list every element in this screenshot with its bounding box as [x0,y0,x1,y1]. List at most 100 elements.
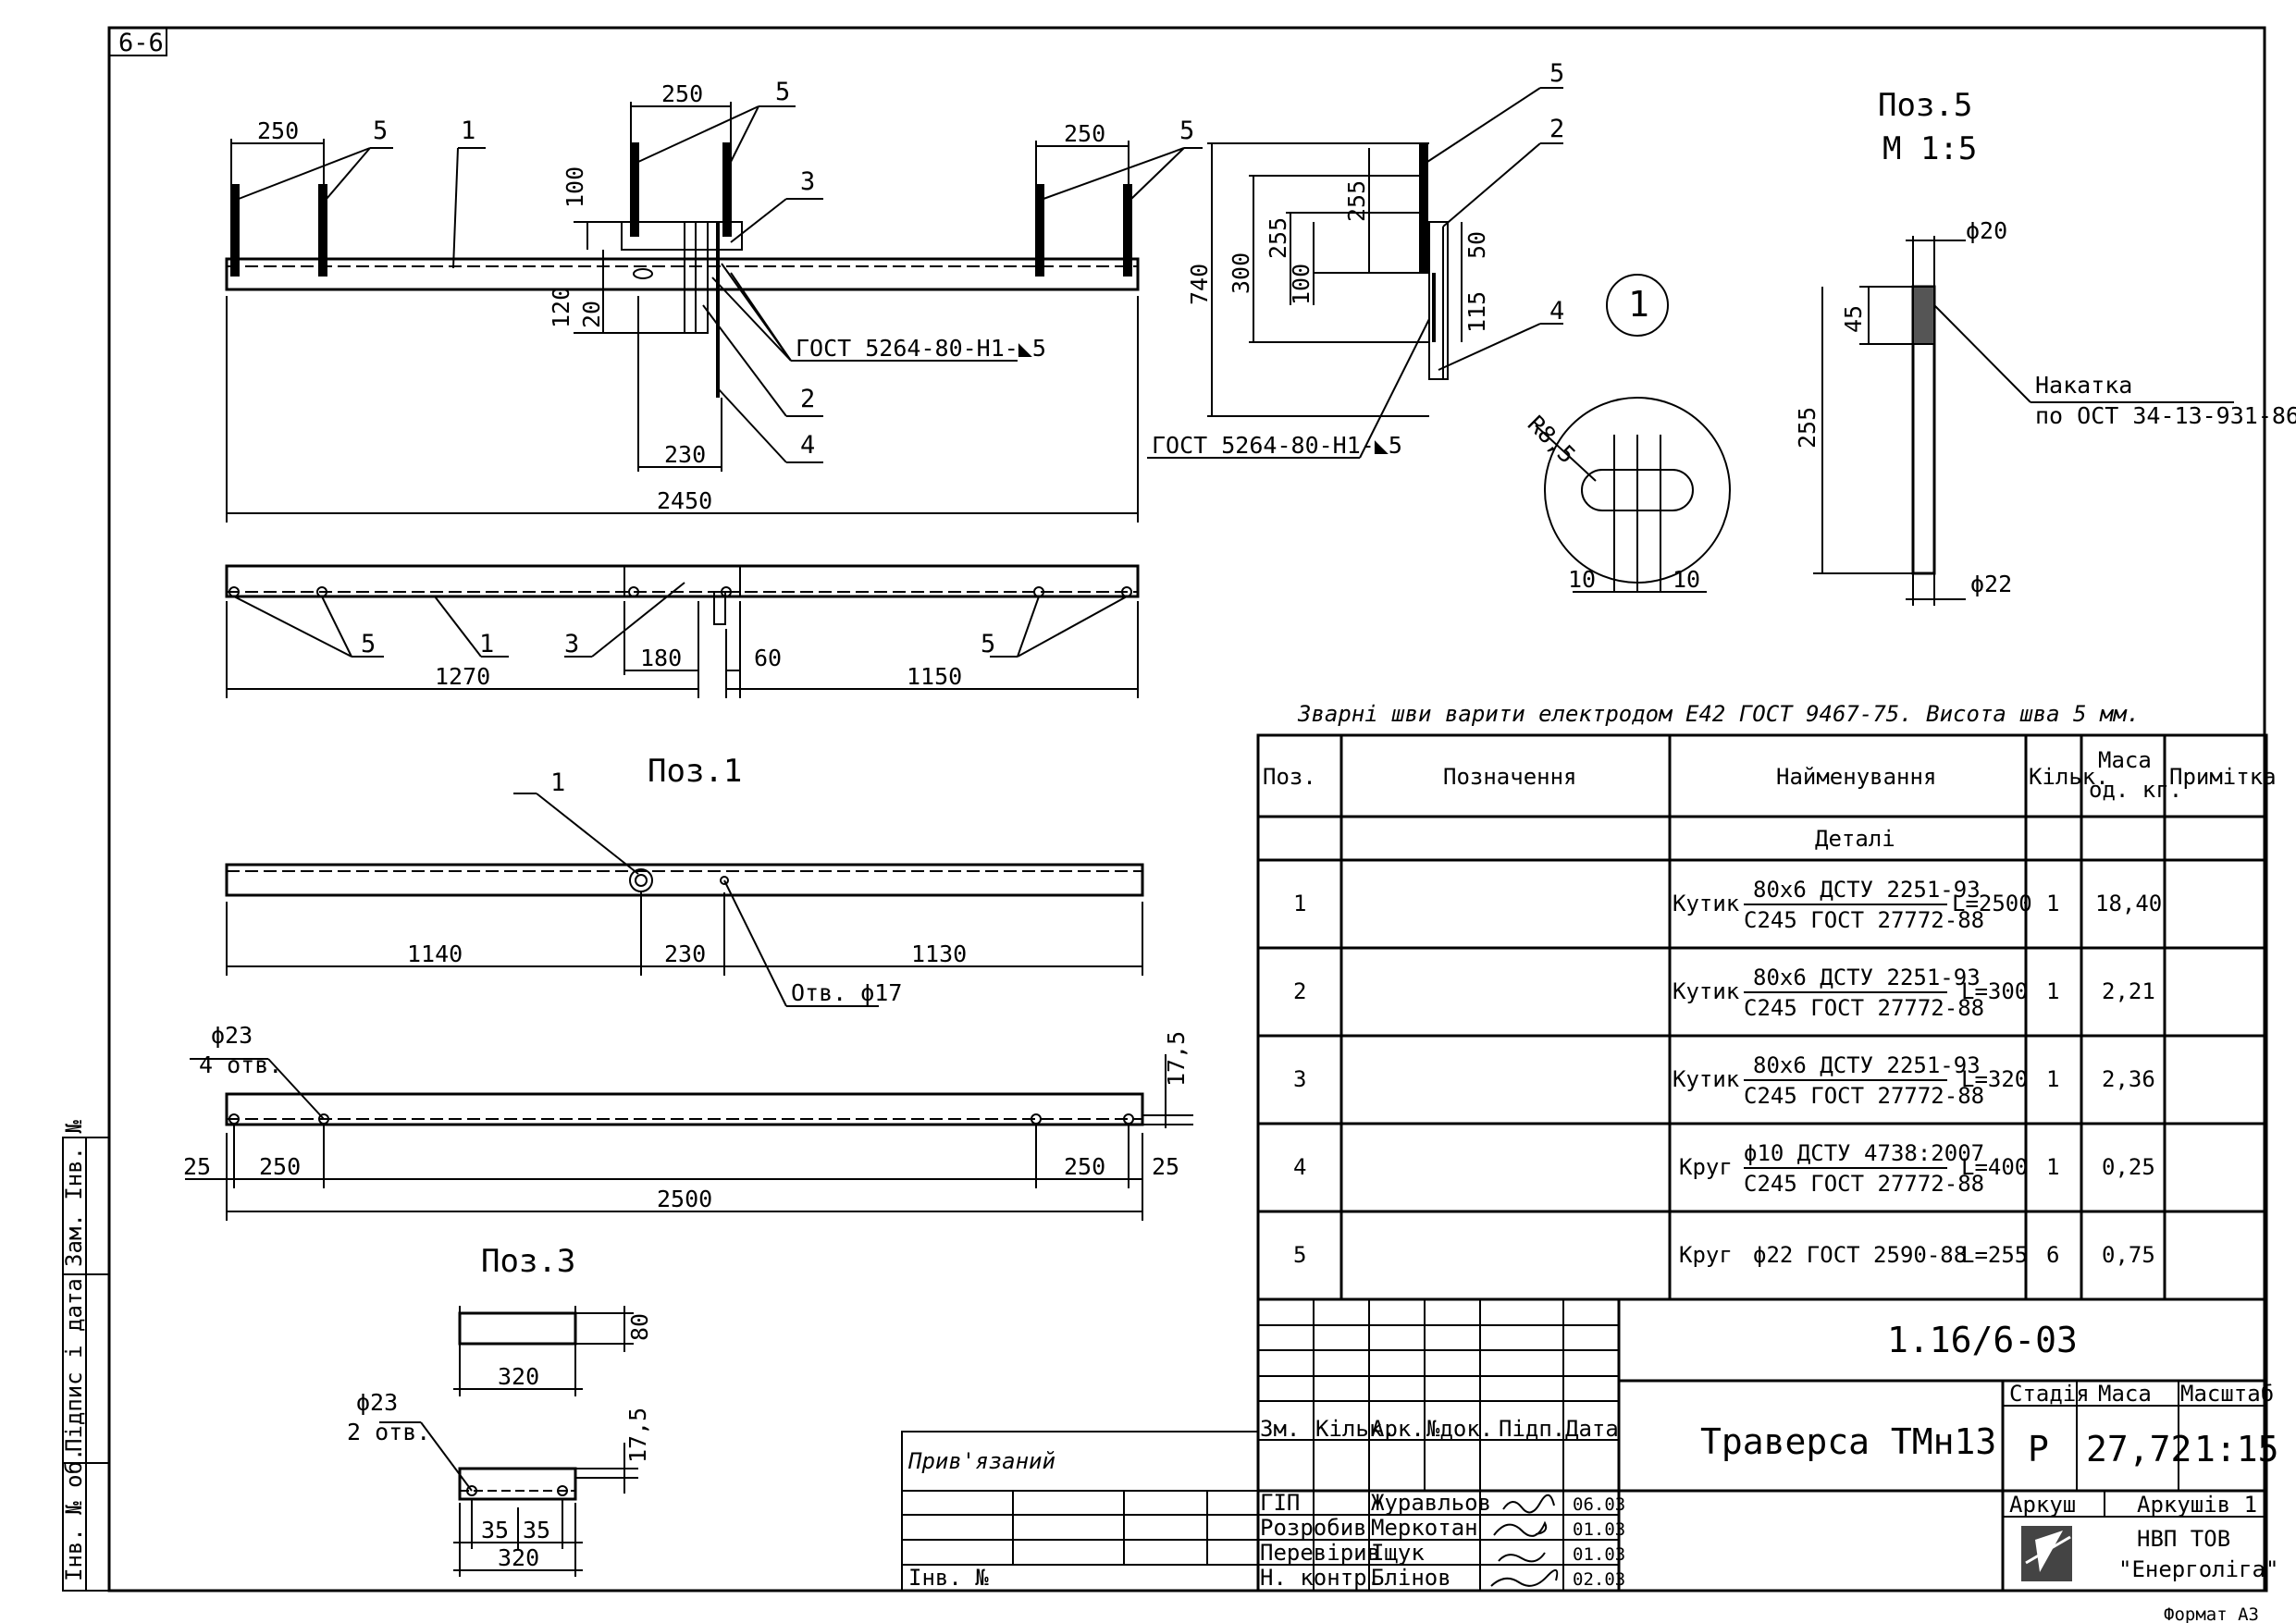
pos3-dim-320b: 320 [498,1544,539,1571]
tb-sheet-h: Аркуш [2009,1492,2076,1518]
org-logo-icon [2021,1526,2072,1581]
tb-col-data: Дата [1565,1416,1619,1442]
bom-h-note: Примітка [2169,764,2277,790]
tb-mass-h: Маса [2098,1381,2152,1407]
pos5-scale: М 1:5 [1882,130,1977,167]
pos3-hole-d: ϕ23 [356,1389,398,1416]
side-inv-obj: Інв. № об. [61,1448,87,1582]
bom-row-pos: 5 [1293,1242,1306,1268]
bom-row-type: Круг [1679,1154,1733,1180]
pos5-len-255: 255 [1794,407,1821,449]
bom-row-len: L=400 [1961,1154,2028,1180]
bom-h-qty: Кільк. [2029,764,2109,790]
side-stamp [62,1137,110,1592]
plan-callout-5a: 5 [361,630,376,658]
tb-date: 02.03 [1573,1569,1625,1590]
pos1-dim-2500: 2500 [657,1186,712,1212]
corner-tag: 6-6 [118,29,164,57]
side-dim-100: 100 [1288,264,1315,305]
main-callout-4: 4 [800,431,815,460]
side-dim-740: 740 [1186,264,1213,305]
tb-col-pidp: Підп. [1499,1416,1565,1442]
bom-row-type: Кутик [1673,891,1740,916]
format-label: Формат А3 [2164,1605,2259,1623]
bom-row-pos: 1 [1293,891,1306,916]
pos1-callout: 1 [550,768,565,797]
pos1-dim-250b: 250 [1064,1153,1105,1180]
bom-h-pos: Поз. [1263,764,1316,790]
main-callout-5c: 5 [1179,117,1194,145]
tb-stage: Р [2028,1429,2049,1469]
bom-row-3: 3 Кутик 80х6 ДСТУ 2251-93 С245 ГОСТ 2777… [1293,1052,2155,1109]
tb-col-ndok: №док. [1426,1416,1493,1442]
main-dim-120: 120 [548,287,574,328]
pos1-hole-d: ϕ23 [211,1022,253,1049]
pos3-dim-175: 17,5 [624,1408,651,1463]
pos5-len-45: 45 [1840,305,1867,333]
pos5-title: Поз.5 [1878,87,1972,124]
bom-row-top: 80х6 ДСТУ 2251-93 [1753,965,1981,990]
pos1-dim-250a: 250 [259,1153,301,1180]
pos5-d-bottom: ϕ22 [1970,571,2012,597]
tb-org1: НВП ТОВ [2137,1526,2230,1552]
tb-code: 1.16/6-03 [1887,1320,2078,1360]
bom-row-bottom: С245 ГОСТ 27772-88 [1744,1083,1984,1109]
plan-dim-60: 60 [754,645,782,671]
bom-row-pos: 4 [1293,1154,1306,1180]
bom-section: Деталі [1815,826,1895,852]
main-weld-note: ГОСТ 5264-80-Н1-◣5 [796,335,1046,362]
bom-h-name: Найменування [1776,764,1936,790]
pos1-dim-25b: 25 [1152,1153,1179,1180]
main-callout-5b: 5 [775,78,790,106]
main-dim-20: 20 [578,301,605,328]
detail1-dim-10a: 10 [1568,566,1596,593]
bom-table [1256,733,2268,1301]
tb-name: Траверса ТМн13 [1700,1421,1996,1462]
corner-tag-box [108,27,167,56]
tb-privyaz: Прив'язаний [907,1448,1055,1474]
bom-row-mass: 2,21 [2102,978,2155,1004]
side-callout-5: 5 [1549,59,1564,88]
plan-callout-3: 3 [564,630,579,658]
main-dim-100: 100 [562,166,588,208]
side-callout-4: 4 [1549,297,1564,326]
detail1-marker: 1 [1628,284,1649,325]
bom-row-top: 80х6 ДСТУ 2251-93 [1753,877,1981,903]
main-callout-5a: 5 [373,117,388,145]
tb-org2: "Енерголіга" [2118,1556,2278,1582]
bom-row-top: ϕ10 ДСТУ 4738:2007 [1744,1140,1984,1166]
side-dim-300: 300 [1228,252,1254,294]
side-dim-115: 115 [1463,291,1490,333]
main-dim-250c: 250 [1064,120,1105,147]
main-callout-3: 3 [800,167,815,196]
detail1-dim-10b: 10 [1673,566,1700,593]
bom-row-qty: 1 [2046,978,2059,1004]
bom-row-qty: 1 [2046,1154,2059,1180]
pos1-dim-1130: 1130 [911,941,967,967]
bom-row-bottom: С245 ГОСТ 27772-88 [1744,907,1984,933]
tb-date: 01.03 [1573,1519,1625,1540]
plan-callout-1: 1 [479,630,494,658]
bom-row-len: L=320 [1961,1066,2028,1092]
bom-row-type: Кутик [1673,978,1740,1004]
side-view [1147,87,1563,459]
tb-role: ГІП [1260,1490,1300,1516]
plan-callout-5b: 5 [981,630,995,658]
bom-row-4: 4 Круг ϕ10 ДСТУ 4738:2007 С245 ГОСТ 2777… [1293,1140,2155,1197]
pos3-dim-35b: 35 [523,1517,550,1543]
bom-row-mass: 0,75 [2102,1242,2155,1268]
tb-scale: 1:15 [2194,1429,2279,1469]
bom-row-pos: 3 [1293,1066,1306,1092]
bom-row-mass: 18,40 [2095,891,2162,916]
main-callout-2: 2 [800,385,815,413]
bom-row-pos: 2 [1293,978,1306,1004]
tb-person: Іщук [1371,1540,1425,1566]
tb-person: Журавльов [1371,1490,1491,1516]
main-dim-250a: 250 [257,117,299,144]
pos5-knurl2: по ОСТ 34-13-931-86 [2035,402,2296,429]
pos1-dim-1140: 1140 [407,941,463,967]
bom-row-5: 5 Круг ϕ22 ГОСТ 2590-88 L=255 6 0,75 [1293,1242,2155,1268]
tb-signatures [1490,1494,1559,1587]
side-callout-2: 2 [1549,115,1564,143]
